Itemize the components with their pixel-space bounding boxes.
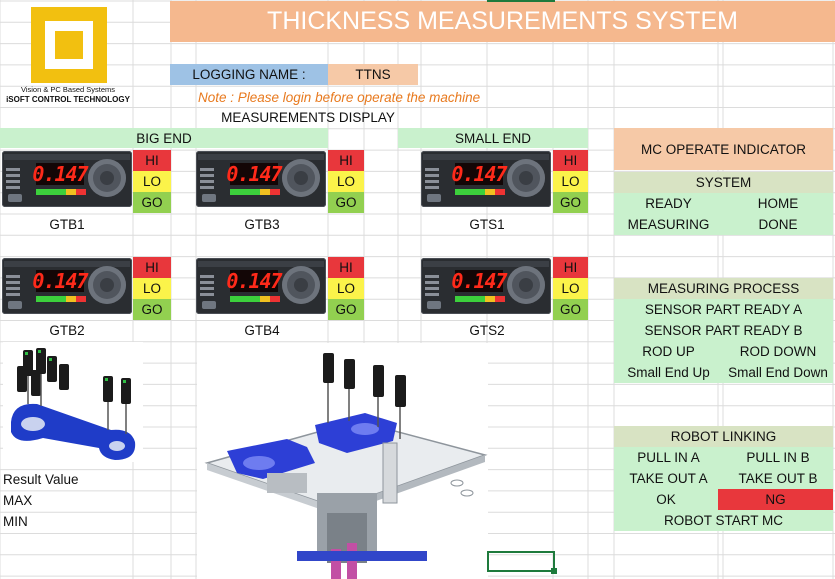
gauge-gtb2-reading: 0.147 <box>32 269 88 293</box>
gauge-gtb4-reading: 0.147 <box>226 269 282 293</box>
gauge-gtb4-label: GTB4 <box>244 323 280 338</box>
gauge-gts1-reading: 0.147 <box>451 162 507 186</box>
part-sensor-image <box>3 342 143 462</box>
gtb4-hi-indicator: HI <box>328 257 364 278</box>
system-ready: READY <box>614 193 723 214</box>
result-max-label: MAX <box>3 493 33 508</box>
gauge-gtb2: 0.147 <box>2 258 132 314</box>
gts1-lo-indicator: LO <box>553 171 588 192</box>
gauge-gts2: 0.147 <box>421 258 551 314</box>
robot-ng: NG <box>718 489 833 510</box>
brand-tagline: Vision & PC Based Systems <box>20 84 116 94</box>
small-end-up: Small End Up <box>614 362 723 383</box>
gtb2-hi-indicator: HI <box>133 257 171 278</box>
gtb4-lo-indicator: LO <box>328 278 364 299</box>
measurements-display-title: MEASUREMENTS DISPLAY <box>221 110 395 125</box>
sensor-part-ready-a: SENSOR PART READY A <box>614 299 833 320</box>
rod-up: ROD UP <box>614 341 723 362</box>
system-home: HOME <box>723 193 833 214</box>
gts2-hi-indicator: HI <box>553 257 588 278</box>
gauge-gts2-reading: 0.147 <box>451 269 507 293</box>
take-out-a: TAKE OUT A <box>614 468 723 489</box>
system-header: SYSTEM <box>614 172 833 193</box>
gtb3-go-indicator: GO <box>328 192 364 213</box>
gts2-go-indicator: GO <box>553 299 588 320</box>
pull-in-b: PULL IN B <box>723 447 833 468</box>
login-note: Note : Please login before operate the m… <box>198 89 481 105</box>
robot-linking-header: ROBOT LINKING <box>614 426 833 447</box>
gauge-gts2-label: GTS2 <box>469 323 505 338</box>
gtb3-hi-indicator: HI <box>328 150 364 171</box>
gauge-gtb1-reading: 0.147 <box>32 162 88 186</box>
brand-company: iSOFT CONTROL TECHNOLOGY <box>6 95 130 104</box>
gauge-gtb2-label: GTB2 <box>49 323 85 338</box>
page-title: THICKNESS MEASUREMENTS SYSTEM <box>170 1 835 42</box>
fill-handle[interactable] <box>551 568 557 574</box>
gts1-go-indicator: GO <box>553 192 588 213</box>
gtb3-lo-indicator: LO <box>328 171 364 192</box>
gtb4-go-indicator: GO <box>328 299 364 320</box>
gts2-lo-indicator: LO <box>553 278 588 299</box>
logging-name-label: LOGGING NAME : <box>170 64 328 85</box>
gauge-gtb1-label: GTB1 <box>49 217 85 232</box>
machine-cad-image <box>197 343 488 579</box>
result-value-label: Result Value <box>3 472 79 487</box>
pull-in-a: PULL IN A <box>614 447 723 468</box>
green-border-top <box>487 0 555 2</box>
small-end-header: SMALL END <box>398 128 588 148</box>
company-logo <box>31 7 107 83</box>
mc-operate-indicator-header: MC OPERATE INDICATOR <box>614 128 833 170</box>
gauge-gtb4: 0.147 <box>196 258 326 314</box>
system-done: DONE <box>723 214 833 235</box>
robot-start-mc: ROBOT START MC <box>614 510 833 531</box>
gauge-gts1: 0.147 <box>421 151 551 207</box>
gts1-hi-indicator: HI <box>553 150 588 171</box>
rod-down: ROD DOWN <box>723 341 833 362</box>
gtb1-lo-indicator: LO <box>133 171 171 192</box>
gauge-gtb3-reading: 0.147 <box>226 162 282 186</box>
result-min-label: MIN <box>3 514 28 529</box>
gtb2-go-indicator: GO <box>133 299 171 320</box>
gtb2-lo-indicator: LO <box>133 278 171 299</box>
big-end-header: BIG END <box>0 128 328 148</box>
gtb1-go-indicator: GO <box>133 192 171 213</box>
sensor-part-ready-b: SENSOR PART READY B <box>614 320 833 341</box>
system-measuring: MEASURING <box>614 214 723 235</box>
small-end-down: Small End Down <box>723 362 833 383</box>
gauge-gtb1: 0.147 <box>2 151 132 207</box>
gauge-gts1-label: GTS1 <box>469 217 505 232</box>
gauge-gtb3-label: GTB3 <box>244 217 280 232</box>
gtb1-hi-indicator: HI <box>133 150 171 171</box>
robot-ok: OK <box>614 489 718 510</box>
measuring-process-header: MEASURING PROCESS <box>614 278 833 299</box>
logging-name-field[interactable]: TTNS <box>328 64 418 85</box>
selected-cell[interactable] <box>487 551 555 572</box>
gauge-gtb3: 0.147 <box>196 151 326 207</box>
take-out-b: TAKE OUT B <box>723 468 833 489</box>
